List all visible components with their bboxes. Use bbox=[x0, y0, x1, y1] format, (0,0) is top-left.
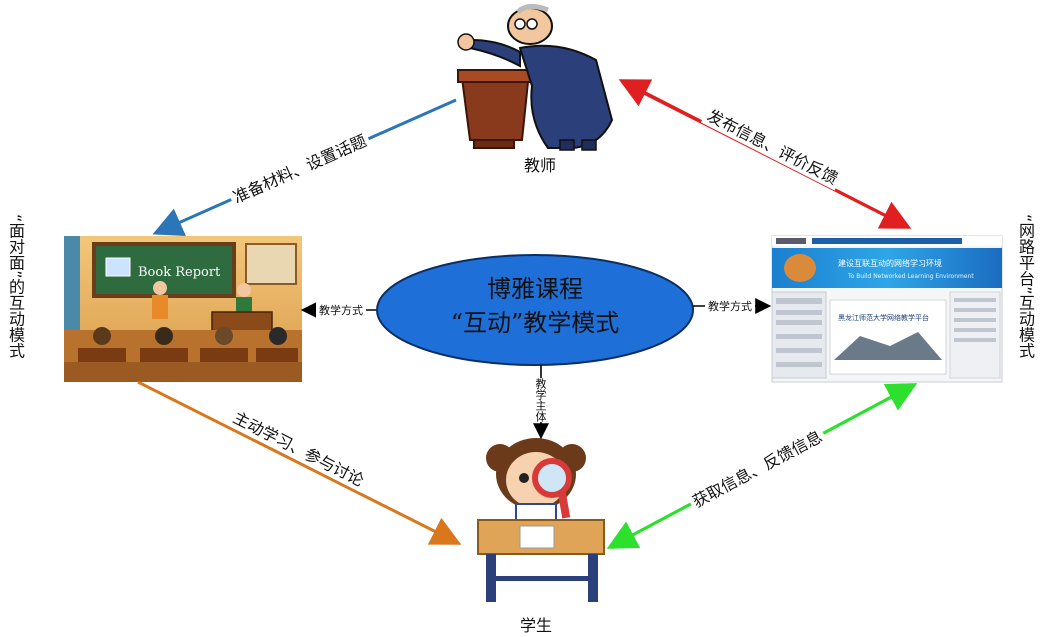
student-label: 学生 bbox=[520, 616, 553, 635]
student-illustration bbox=[477, 438, 605, 602]
label-center-left: 教学方式 bbox=[319, 303, 363, 317]
classroom-illustration: Book Report bbox=[64, 236, 302, 382]
center-ellipse bbox=[376, 254, 694, 366]
label-teacher-to-class: 准备材料、设置话题 bbox=[230, 131, 369, 207]
center-title-line2: “互动”教学模式 bbox=[450, 309, 620, 337]
banner-subtitle: To Build Networked Learning Environment bbox=[847, 273, 974, 280]
board-text: Book Report bbox=[138, 265, 221, 280]
label-backing bbox=[686, 424, 829, 514]
banner-title: 建设互联互动的网络学习环境 bbox=[838, 258, 942, 268]
right-side-label: “网路平台”互动模式 bbox=[1016, 214, 1035, 359]
label-center-down: 教学主体 bbox=[533, 378, 547, 422]
label-backing bbox=[226, 128, 373, 210]
photo-caption: 黑龙江师范大学网络教学平台 bbox=[838, 313, 929, 322]
label-backing bbox=[700, 103, 845, 191]
teacher-illustration bbox=[457, 4, 614, 151]
label-backing bbox=[226, 405, 371, 493]
center-title: 博雅课程 “互动”教学模式 bbox=[380, 272, 690, 340]
teacher-label: 教师 bbox=[524, 156, 557, 175]
arrow-class-to-student bbox=[137, 380, 462, 545]
label-backing bbox=[705, 298, 755, 314]
label-teacher-to-platform: 发布信息、评价反馈 bbox=[704, 106, 841, 188]
left-side-label: “面对面”的互动模式 bbox=[6, 214, 25, 359]
center-title-line1: 博雅课程 bbox=[487, 275, 583, 303]
label-backing bbox=[316, 302, 366, 318]
label-center-right: 教学方式 bbox=[708, 299, 752, 313]
label-class-to-student: 主动学习、参与讨论 bbox=[230, 408, 367, 490]
platform-screenshot: 建设互联互动的网络学习环境 To Build Networked Learnin… bbox=[771, 235, 1003, 383]
label-student-to-platform: 获取信息、反馈信息 bbox=[689, 427, 825, 511]
